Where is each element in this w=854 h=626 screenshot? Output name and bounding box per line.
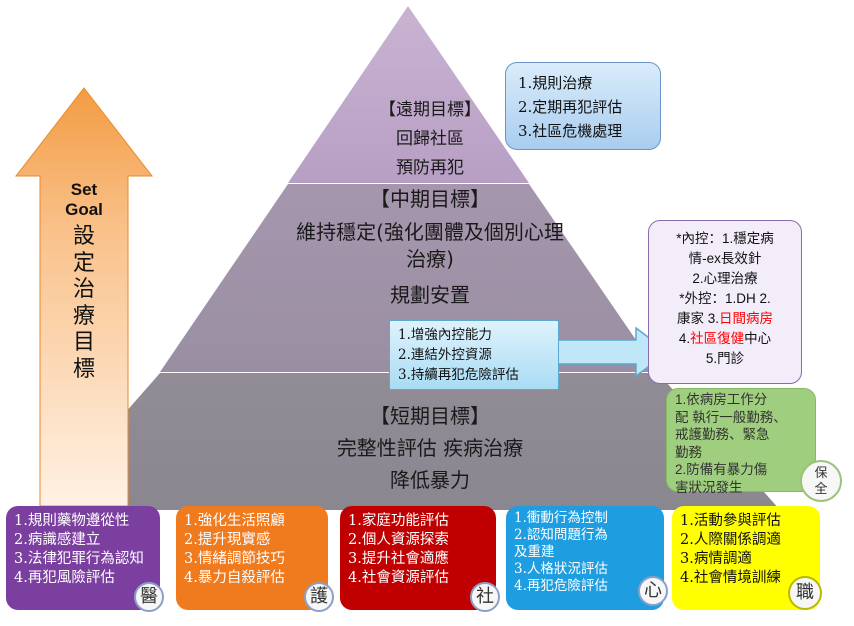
team-item: 3.人格狀況評估 (514, 561, 608, 577)
security-line: 害狀況發生 (675, 479, 743, 495)
team-badge-nursing: 護 (304, 582, 334, 612)
long-term-goal: 【遠期目標】 回歸社區 預防再犯 (230, 96, 630, 183)
mid-term-line: 治療) (406, 247, 454, 271)
long-term-callout: 1.規則治療 2.定期再犯評估 3.社區危機處理 (505, 62, 661, 150)
team-box-nursing: 1.強化生活照顧 2.提升現實感 3.情緒調節技巧 4.暴力自殺評估 (176, 506, 328, 610)
control-text: 中心 (744, 331, 772, 346)
team-item: 2.病識感建立 (14, 532, 101, 548)
team-item: 2.個人資源探索 (348, 532, 449, 548)
long-term-callout-item: 1.規則治療 (518, 74, 593, 92)
team-item: 1.衝動行為控制 (514, 510, 608, 526)
mid-term-callout: 1.增強內控能力 2.連結外控資源 3.持續再犯危險評估 (389, 320, 559, 390)
mid-term-line: 規劃安置 (390, 283, 470, 307)
control-text: 康家 3. (676, 311, 719, 326)
mid-term-title: 【中期目標】 (370, 187, 490, 211)
team-item: 3.情緒調節技巧 (184, 551, 285, 567)
control-line: 2.心理治療 (692, 271, 758, 286)
control-line: 康家 3.日間病房 (655, 309, 795, 329)
set-goal-char: 設 (72, 224, 95, 249)
team-item: 及重建 (514, 544, 555, 560)
control-highlight: 社區復健 (690, 331, 745, 346)
security-badge: 保 全 (800, 460, 842, 502)
team-badge-medical: 醫 (134, 582, 164, 612)
set-goal-label: Set Goal (40, 180, 128, 220)
mid-term-line: 維持穩定(強化團體及個別心理 (296, 220, 564, 244)
control-text: 4. (678, 331, 691, 346)
set-goal-char: 目 (72, 330, 95, 355)
mid-term-callout-item: 3.持續再犯危險評估 (398, 367, 519, 383)
security-line: 2.防備有暴力傷 (675, 462, 768, 477)
long-term-item: 預防再犯 (396, 158, 464, 178)
team-item: 4.再犯風險評估 (14, 570, 115, 586)
team-item: 1.活動參與評估 (680, 513, 781, 529)
team-item: 2.提升現實感 (184, 532, 271, 548)
set-goal-char: 治 (72, 277, 95, 302)
team-item: 4.再犯危險評估 (514, 578, 608, 594)
short-term-title: 【短期目標】 (370, 404, 490, 428)
mid-term-callout-item: 1.增強內控能力 (398, 327, 492, 343)
team-box-occupational: 1.活動參與評估 2.人際關係調適 3.病情調適 4.社會情境訓練 (672, 506, 820, 610)
team-item: 2.人際關係調適 (680, 532, 781, 548)
short-term-goal: 【短期目標】 完整性評估 疾病治療 降低暴力 (230, 400, 630, 496)
set-goal-line1: Set (70, 180, 98, 199)
long-term-callout-item: 3.社區危機處理 (518, 122, 623, 140)
team-item: 1.規則藥物遵從性 (14, 513, 130, 529)
team-badge-occupational: 職 (788, 576, 822, 610)
team-box-psychology: 1.衝動行為控制 2.認知問題行為 及重建 3.人格狀況評估 4.再犯危險評估 (506, 506, 664, 610)
team-item: 2.認知問題行為 (514, 527, 608, 543)
control-line: 4.社區復健中心 (655, 329, 795, 349)
team-item: 3.提升社會適應 (348, 551, 449, 567)
pyramid-top-tier (288, 6, 529, 183)
team-badge-psychology: 心 (638, 576, 668, 606)
control-line: *外控：1.DH 2. (679, 291, 771, 306)
control-highlight: 日間病房 (719, 311, 773, 326)
security-line: 1.依病房工作分 (675, 392, 768, 407)
team-item: 3.病情調適 (680, 551, 752, 567)
security-callout: 1.依病房工作分 配 執行一般勤務、 戒護勤務、緊急 勤務 2.防備有暴力傷 害… (666, 388, 816, 495)
pyramid-bottom-tier (40, 373, 780, 510)
control-line: *內控：1.穩定病 (676, 231, 774, 246)
security-badge-char: 保 (814, 466, 828, 481)
long-term-item: 回歸社區 (396, 129, 464, 149)
set-goal-char: 定 (72, 250, 95, 276)
control-line: 情-ex長效針 (688, 251, 762, 266)
mid-term-callout-item: 2.連結外控資源 (398, 347, 492, 363)
security-line: 戒護勤務、緊急 (675, 427, 770, 442)
team-item: 4.暴力自殺評估 (184, 570, 285, 586)
set-goal-line2: Goal (65, 200, 103, 219)
long-term-callout-item: 2.定期再犯評估 (518, 98, 623, 116)
team-item: 4.社會情境訓練 (680, 570, 781, 586)
team-item: 1.強化生活照顧 (184, 513, 285, 529)
team-item: 1.家庭功能評估 (348, 513, 449, 529)
set-goal-chars: 設 定 治 療 目 標 (40, 224, 128, 383)
mid-term-goal: 【中期目標】 維持穩定(強化團體及個別心理 治療) 規劃安置 (230, 186, 630, 309)
long-term-title: 【遠期目標】 (379, 100, 481, 120)
team-badge-social: 社 (470, 582, 500, 612)
short-term-line: 完整性評估 疾病治療 (336, 436, 524, 460)
team-item: 4.社會資源評估 (348, 570, 449, 586)
control-callout: *內控：1.穩定病 情-ex長效針 2.心理治療 *外控：1.DH 2. 康家 … (648, 220, 802, 384)
set-goal-char: 療 (72, 303, 95, 329)
security-line: 配 執行一般勤務、 (675, 409, 787, 425)
security-badge-char: 全 (814, 482, 828, 497)
team-item: 3.法律犯罪行為認知 (14, 551, 144, 567)
set-goal-char: 標 (72, 356, 95, 382)
control-line: 5.門診 (705, 351, 745, 366)
short-term-line: 降低暴力 (390, 468, 470, 492)
security-line: 勤務 (675, 444, 702, 460)
